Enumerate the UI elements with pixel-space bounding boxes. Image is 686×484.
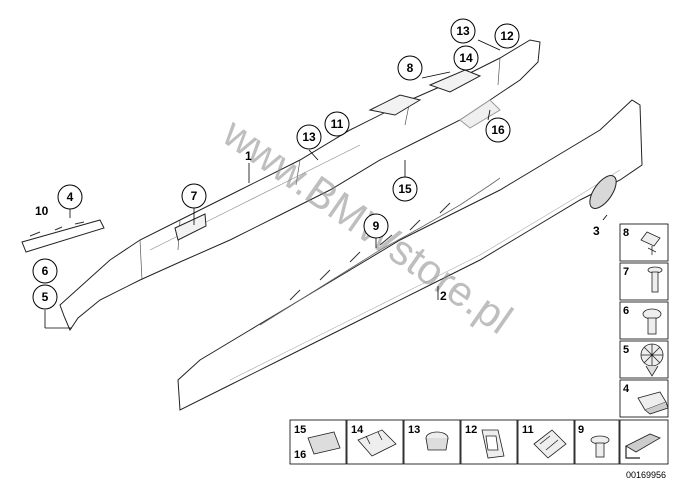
svg-text:15: 15 [398,182,412,196]
svg-text:16: 16 [491,123,505,137]
svg-text:14: 14 [459,51,473,65]
svg-text:6: 6 [42,264,49,278]
svg-text:3: 3 [593,224,600,238]
svg-text:1: 1 [245,149,252,163]
grommet-icon-13 [425,431,449,451]
legend-bottom-labels: 15 16 14 13 12 11 9 [294,424,584,461]
clip-icon-8 [640,231,661,255]
svg-text:7: 7 [191,189,198,203]
callout-6: 6 [32,258,58,284]
mounting-bracket [21,219,105,253]
bolt-icon-6 [642,308,662,335]
callout-3: 3 [593,224,600,238]
svg-text:14: 14 [351,424,364,436]
svg-text:12: 12 [465,424,477,436]
callout-4: 4 [57,184,83,210]
svg-text:13: 13 [302,130,316,144]
svg-text:9: 9 [373,219,380,233]
svg-text:15: 15 [294,424,306,436]
callout-12: 12 [494,23,520,49]
bracket-clip-icon-14 [357,429,397,457]
arrow-icon [625,433,661,459]
adhesive-pad-icon [307,431,341,455]
side-reflector [589,175,617,209]
svg-text:7: 7 [623,266,629,278]
callout-13b: 13 [450,18,476,44]
clip-icon-12 [481,429,505,459]
rivet-icon-9 [590,435,610,458]
svg-text:6: 6 [623,305,629,317]
callout-9: 9 [363,213,389,239]
callout-11: 11 [324,111,350,137]
svg-text:11: 11 [331,117,344,131]
svg-text:8: 8 [623,227,629,239]
svg-text:13: 13 [456,24,470,38]
callout-10: 10 [35,204,49,218]
callout-5: 5 [32,284,58,310]
svg-text:4: 4 [623,383,630,395]
legend-bottom [289,419,669,465]
callout-7: 7 [181,183,207,209]
svg-text:5: 5 [42,290,49,304]
svg-text:13: 13 [408,424,420,436]
svg-text:9: 9 [578,424,584,436]
svg-text:4: 4 [67,190,74,204]
callout-15: 15 [392,176,418,202]
legend-right-labels: 8 7 6 5 4 [623,227,630,395]
retainer-icon-4 [637,391,669,415]
svg-text:8: 8 [407,61,414,75]
svg-text:10: 10 [35,204,49,218]
callout-16: 16 [485,117,511,143]
callout-8: 8 [397,55,423,81]
svg-text:2: 2 [440,289,447,303]
svg-text:12: 12 [500,29,514,43]
callout-2: 2 [440,289,447,303]
side-skirt-right [177,99,643,411]
callout-14: 14 [453,45,479,71]
svg-text:11: 11 [522,424,534,436]
svg-text:16: 16 [294,449,306,461]
callout-13a: 13 [296,124,322,150]
side-skirt-left [59,39,541,332]
expanding-clip-icon-5 [640,343,664,377]
clip-icon-11 [533,429,567,459]
svg-text:5: 5 [623,344,629,356]
screw-icon-7 [647,266,663,293]
image-number: 00169956 [626,470,666,480]
callout-1: 1 [245,149,252,163]
